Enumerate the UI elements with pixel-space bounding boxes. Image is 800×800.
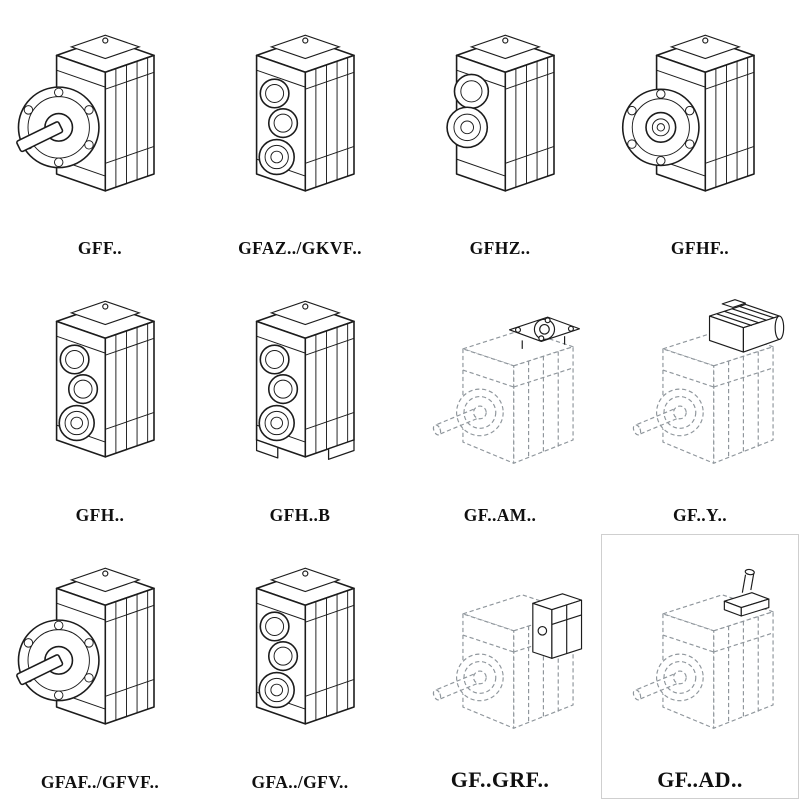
drawing-area [402, 4, 598, 237]
gearbox-drawing [210, 548, 390, 760]
model-label: GFHF.. [670, 238, 730, 259]
product-cell: GF..AM.. [400, 267, 600, 534]
drawing-area [602, 271, 798, 504]
drawing-area [2, 537, 198, 770]
gearbox-drawing [210, 281, 390, 493]
gearbox-drawing [610, 281, 790, 493]
product-cell: GFF.. [0, 0, 200, 267]
gearbox-drawing [210, 15, 390, 227]
model-label: GF..AM.. [463, 505, 537, 526]
model-label: GF..Y.. [672, 505, 728, 526]
model-label: GF..GRF.. [450, 766, 550, 792]
drawing-area [602, 4, 798, 237]
drawing-area [402, 271, 598, 504]
gearbox-drawing [410, 15, 590, 227]
product-cell: GFAZ../GKVF.. [200, 0, 400, 267]
model-label: GFH..B [269, 505, 331, 526]
product-cell: GF..GRF.. [400, 533, 600, 800]
drawing-area [2, 271, 198, 504]
product-cell: GFH..B [200, 267, 400, 534]
model-label: GFH.. [75, 505, 125, 526]
product-cell: GFHZ.. [400, 0, 600, 267]
model-label: GFAZ../GKVF.. [238, 238, 362, 259]
model-label: GF..AD.. [657, 766, 743, 792]
product-cell: GF..Y.. [600, 267, 800, 534]
drawing-area [2, 4, 198, 237]
gearbox-drawing [10, 548, 190, 760]
gearbox-drawing [410, 281, 590, 493]
drawing-area [402, 537, 598, 765]
product-cell: GFA../GFV.. [200, 533, 400, 800]
drawing-area [202, 271, 398, 504]
model-label: GFAF../GFVF.. [40, 771, 160, 792]
product-cell: GFHF.. [600, 0, 800, 267]
drawing-area [602, 537, 798, 765]
model-label: GFF.. [77, 238, 123, 259]
gearbox-drawing [610, 546, 790, 758]
gearbox-drawing [610, 15, 790, 227]
model-label: GFHZ.. [469, 238, 531, 259]
drawing-area [202, 537, 398, 770]
product-cell: GF..AD.. [600, 533, 800, 800]
drawing-area [202, 4, 398, 237]
model-label: GFA../GFV.. [251, 771, 349, 792]
gearbox-drawing [10, 15, 190, 227]
gearbox-drawing [410, 546, 590, 758]
product-cell: GFH.. [0, 267, 200, 534]
gearbox-drawing [10, 281, 190, 493]
product-cell: GFAF../GFVF.. [0, 533, 200, 800]
